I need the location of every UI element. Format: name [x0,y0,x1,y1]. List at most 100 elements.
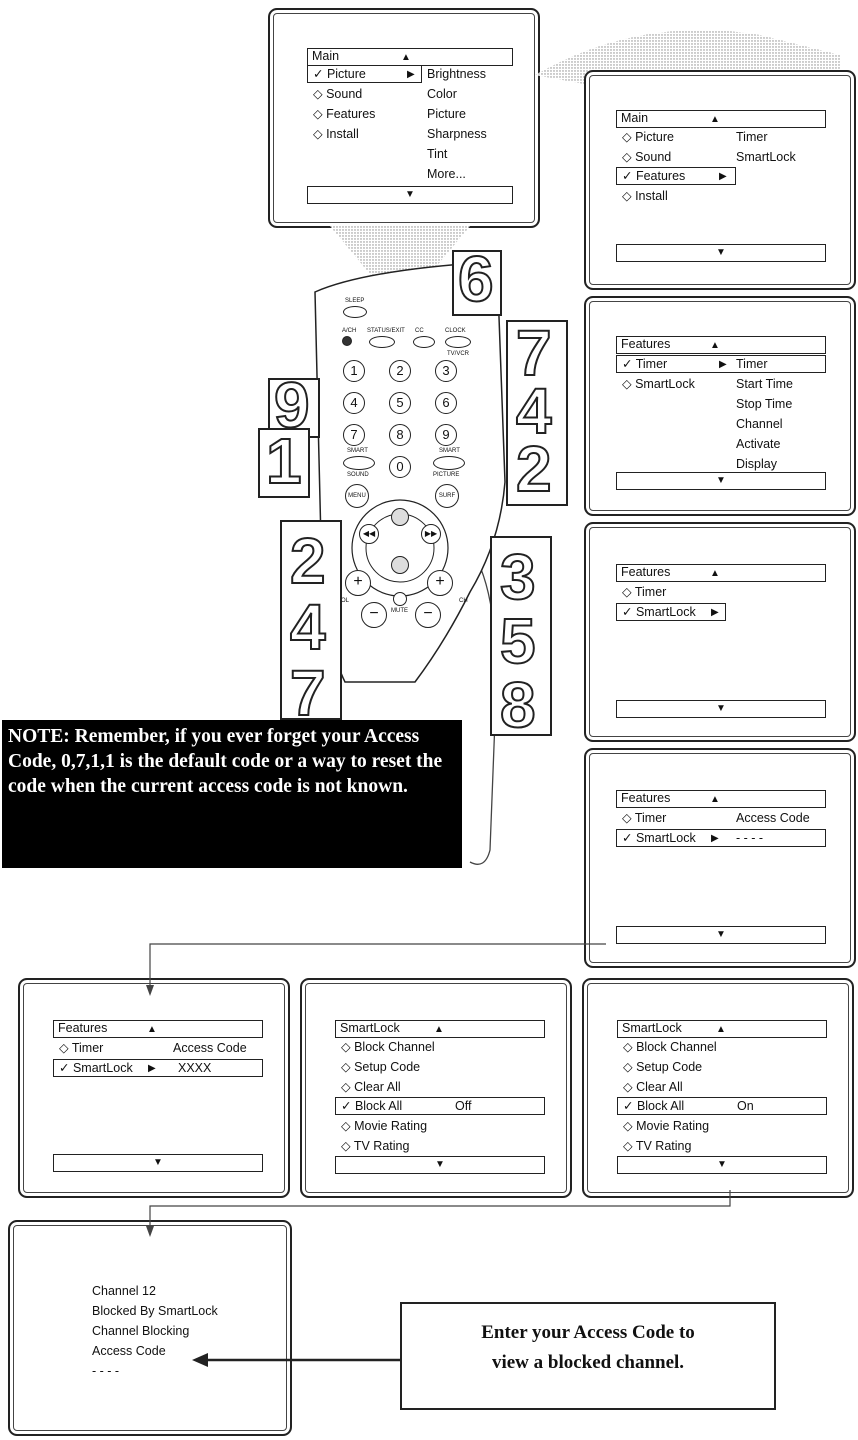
menu-item-movie-rating[interactable]: ◇ Movie Rating [341,1117,427,1137]
submenu-channel[interactable]: Channel [736,415,783,435]
menu-item-setup-code[interactable]: ◇ Setup Code [341,1058,420,1078]
submenu-brightness[interactable]: Brightness [427,65,486,85]
menu-item-timer[interactable]: ✓ Timer [622,355,667,375]
ch-label: CH [459,598,468,604]
tv-screen-smartlock-on: SmartLock ▲ ◇ Block Channel ◇ Setup Code… [582,978,854,1198]
menu-item-install[interactable]: ◇ Install [313,125,359,145]
up-arrow-icon: ▲ [401,50,411,65]
block-all-state[interactable]: Off [455,1097,471,1117]
channel-down-button[interactable]: − [415,602,441,628]
key-4[interactable]: 4 [343,392,365,414]
key-2[interactable]: 2 [389,360,411,382]
key-0[interactable]: 0 [389,456,411,478]
tv-screen-main-features: Main ▲ ◇ Picture ◇ Sound ✓ Features ▶ ◇ … [584,70,856,290]
smart-sound-button[interactable] [343,456,375,470]
menu-item-clear-all[interactable]: ◇ Clear All [341,1078,401,1098]
menu-item-tv-rating[interactable]: ◇ TV Rating [623,1137,691,1157]
plus-icon: + [353,573,362,590]
key-8[interactable]: 8 [389,424,411,446]
status-exit-button[interactable] [369,336,395,348]
fast-forward-button[interactable]: ▶▶ [421,524,441,544]
menu-item-picture[interactable]: ✓ Picture [313,65,366,85]
submenu-tint[interactable]: Tint [427,145,447,165]
submenu-color[interactable]: Color [427,85,457,105]
menu-bottom-bar: ▼ [616,244,826,262]
menu-item-clear-all[interactable]: ◇ Clear All [623,1078,683,1098]
menu-item-block-channel[interactable]: ◇ Block Channel [623,1038,717,1058]
clock-button[interactable] [445,336,471,348]
key-3[interactable]: 3 [435,360,457,382]
menu-item-block-all[interactable]: ✓ Block All [341,1097,402,1117]
menu-item-picture[interactable]: ◇ Picture [622,128,674,148]
sleep-button[interactable] [343,306,367,318]
menu-item-smartlock[interactable]: ✓ SmartLock [622,829,696,849]
menu-item-timer[interactable]: ◇ Timer [622,583,666,603]
submenu-start-time[interactable]: Start Time [736,375,793,395]
ach-label: A/CH [342,328,356,334]
rewind-button[interactable]: ◀◀ [359,524,379,544]
callout-line1: Enter your Access Code to [402,1318,774,1348]
submenu-activate[interactable]: Activate [736,435,780,455]
volume-up-button[interactable]: + [345,570,371,596]
step-358-a: 3 [500,540,536,614]
submenu-picture[interactable]: Picture [427,105,466,125]
menu-item-sound[interactable]: ◇ Sound [313,85,362,105]
menu-item-sound[interactable]: ◇ Sound [622,148,671,168]
ach-button[interactable] [342,336,352,346]
key-5[interactable]: 5 [389,392,411,414]
osd-menu: Features ▲ ◇ Timer Access Code ✓ SmartLo… [616,790,831,950]
menu-title-bar: Features ▲ [616,790,826,808]
smart-picture-button[interactable] [433,456,465,470]
menu-bottom-bar: ▼ [616,926,826,944]
menu-button[interactable]: MENU [345,484,369,508]
osd-menu: SmartLock ▲ ◇ Block Channel ◇ Setup Code… [335,1020,550,1185]
menu-bottom-bar: ▼ [617,1156,827,1174]
menu-title: SmartLock [622,1021,682,1035]
surf-button[interactable]: SURF [435,484,459,508]
cc-button[interactable] [413,336,435,348]
menu-item-smartlock[interactable]: ◇ SmartLock [622,375,695,395]
cursor-up-button[interactable] [391,508,409,526]
access-code-value[interactable]: - - - - [92,1364,119,1378]
menu-item-features[interactable]: ✓ Features [622,167,685,187]
menu-item-block-all[interactable]: ✓ Block All [623,1097,684,1117]
menu-item-install[interactable]: ◇ Install [622,187,668,207]
up-arrow-icon: ▲ [710,792,720,807]
submenu-timer[interactable]: Timer [736,128,767,148]
access-code-value[interactable]: - - - - [736,829,763,849]
submenu-more[interactable]: More... [427,165,466,185]
down-arrow-icon: ▼ [435,1159,445,1170]
menu-item-setup-code[interactable]: ◇ Setup Code [623,1058,702,1078]
submenu-sharpness[interactable]: Sharpness [427,125,487,145]
block-all-state[interactable]: On [737,1097,754,1117]
menu-item-timer[interactable]: ◇ Timer [59,1039,103,1059]
minus-icon: − [369,605,378,622]
menu-item-movie-rating[interactable]: ◇ Movie Rating [623,1117,709,1137]
tv-screen-access-code-entered: Features ▲ ◇ Timer Access Code ✓ SmartLo… [18,978,290,1198]
cursor-down-button[interactable] [391,556,409,574]
up-arrow-icon: ▲ [434,1022,444,1037]
key-9[interactable]: 9 [435,424,457,446]
submenu-stop-time[interactable]: Stop Time [736,395,792,415]
key-1[interactable]: 1 [343,360,365,382]
mute-button[interactable] [393,592,407,606]
mute-label: MUTE [391,608,408,614]
clock-label: CLOCK [445,328,466,334]
menu-item-smartlock[interactable]: ✓ SmartLock [59,1059,133,1079]
step-247-a: 2 [290,524,326,598]
key-7[interactable]: 7 [343,424,365,446]
menu-title-bar: SmartLock ▲ [617,1020,827,1038]
submenu-timer[interactable]: Timer [736,355,767,375]
menu-item-block-channel[interactable]: ◇ Block Channel [341,1038,435,1058]
channel-up-button[interactable]: + [427,570,453,596]
menu-item-tv-rating[interactable]: ◇ TV Rating [341,1137,409,1157]
menu-item-timer[interactable]: ◇ Timer [622,809,666,829]
submenu-smartlock[interactable]: SmartLock [736,148,796,168]
key-6[interactable]: 6 [435,392,457,414]
volume-down-button[interactable]: − [361,602,387,628]
menu-title-bar: SmartLock ▲ [335,1020,545,1038]
menu-title-bar: Features ▲ [53,1020,263,1038]
menu-item-smartlock[interactable]: ✓ SmartLock [622,603,696,623]
menu-item-features[interactable]: ◇ Features [313,105,375,125]
access-code-value[interactable]: XXXX [178,1059,211,1079]
